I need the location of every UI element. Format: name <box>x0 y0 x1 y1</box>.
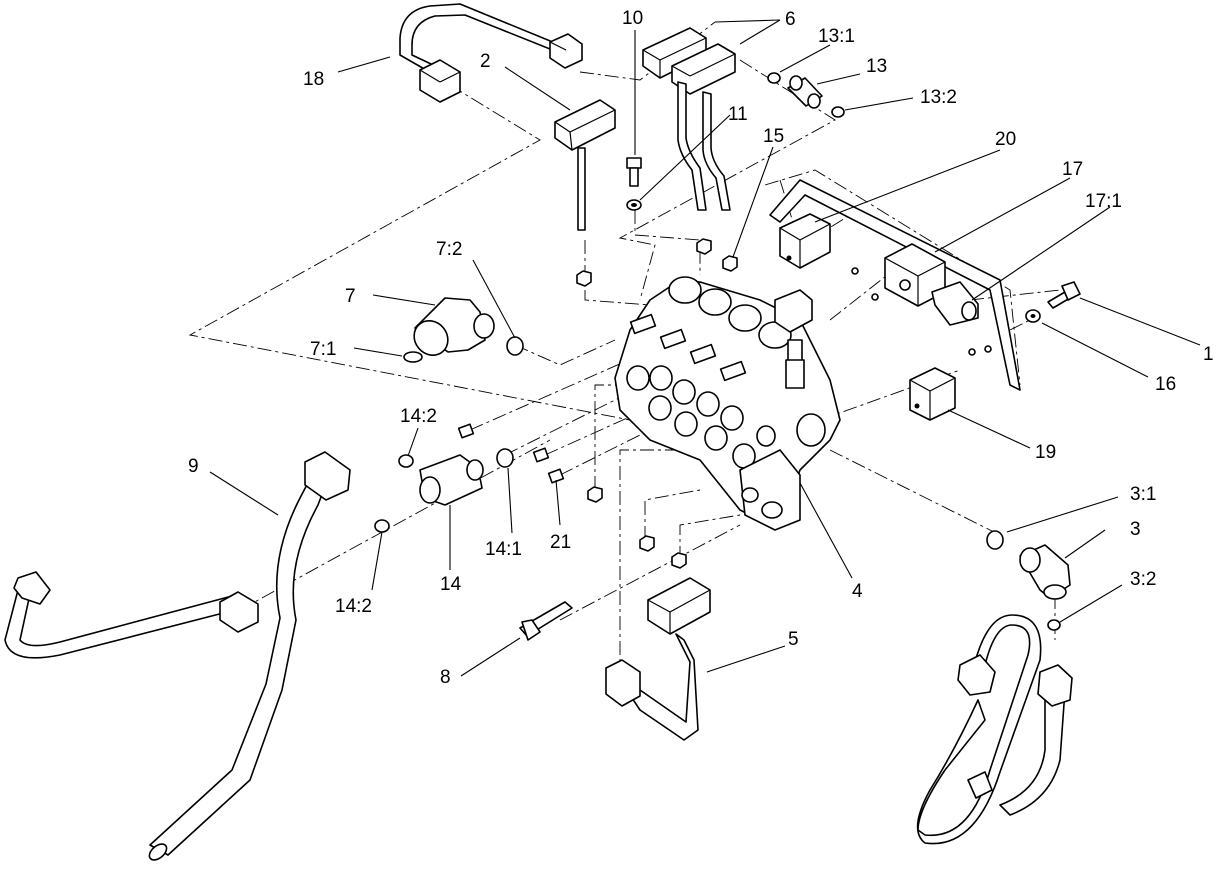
callout-13-2: 13:2 <box>920 87 957 108</box>
block-20 <box>779 213 831 269</box>
callout-14-2-upper: 14:2 <box>400 406 437 427</box>
callout-2: 2 <box>480 51 491 72</box>
solenoid-17 <box>884 243 979 326</box>
bolt-1 <box>1047 281 1081 309</box>
callout-4: 4 <box>852 581 863 602</box>
plugs-21 <box>457 423 565 484</box>
callout-10: 10 <box>622 8 643 29</box>
callout-3: 3 <box>1130 519 1141 540</box>
elbow-fitting-7 <box>403 297 524 363</box>
callout-13: 13 <box>866 56 887 77</box>
control-valve-4 <box>614 276 841 531</box>
handles-6 <box>642 27 736 211</box>
washer-11 <box>626 199 642 211</box>
callout-7-2: 7:2 <box>436 239 462 260</box>
tee-fitting-14 <box>374 448 514 533</box>
block-19 <box>909 367 956 421</box>
callout-labels: 1 2 3 3:1 3:2 4 5 6 7 7:1 7:2 8 9 10 11 … <box>188 8 1214 688</box>
bolt-10 <box>626 157 642 187</box>
callout-17: 17 <box>1062 159 1083 180</box>
callout-14: 14 <box>440 574 462 595</box>
callout-7-1: 7:1 <box>310 339 336 360</box>
callout-9: 9 <box>188 456 199 477</box>
bolt-8 <box>519 601 573 641</box>
leader-lines <box>209 19 1201 677</box>
callout-7: 7 <box>345 286 356 307</box>
callout-8: 8 <box>440 667 451 688</box>
elbow-fitting-3 <box>986 530 1071 631</box>
callout-13-1: 13:1 <box>818 26 855 47</box>
callout-16: 16 <box>1155 374 1176 395</box>
tube-18 <box>399 3 583 103</box>
callout-21: 21 <box>550 532 571 553</box>
handle-5 <box>605 577 711 741</box>
callout-6: 6 <box>785 9 796 30</box>
handle-2 <box>554 99 616 231</box>
nuts <box>576 238 738 569</box>
callout-18: 18 <box>303 69 324 90</box>
callout-20: 20 <box>995 129 1016 150</box>
tube-9 <box>4 451 351 861</box>
callout-14-1: 14:1 <box>485 539 522 560</box>
callout-14-2-lower: 14:2 <box>335 596 372 617</box>
callout-17-1: 17:1 <box>1085 191 1122 212</box>
fitting-13 <box>767 72 845 118</box>
callout-11: 11 <box>728 104 748 125</box>
callout-3-1: 3:1 <box>1130 484 1156 505</box>
washer-16 <box>1025 309 1041 323</box>
mounting-plate <box>769 179 1021 391</box>
callout-1: 1 <box>1203 344 1214 365</box>
callout-5: 5 <box>788 629 799 650</box>
callout-19: 19 <box>1035 442 1056 463</box>
callout-15: 15 <box>763 126 784 147</box>
tube-3 <box>916 614 1073 845</box>
callout-3-2: 3:2 <box>1130 569 1156 590</box>
